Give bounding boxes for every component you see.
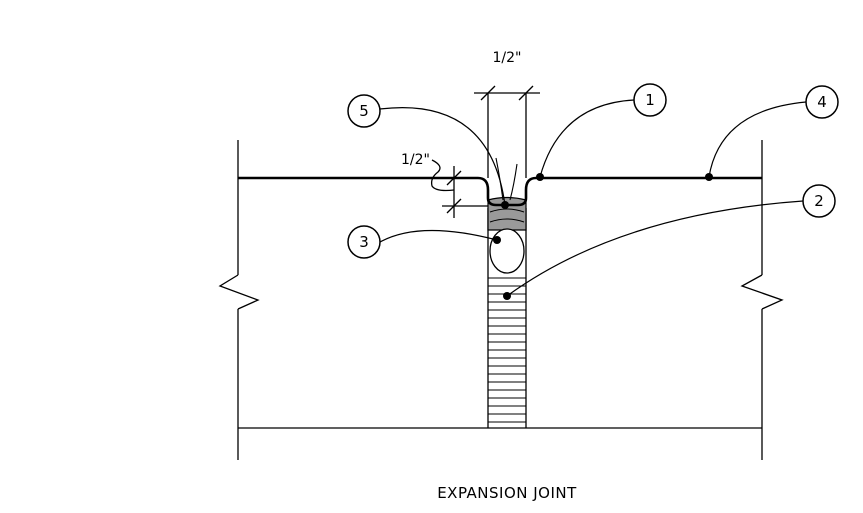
callout-4-dot — [705, 173, 713, 181]
dimension-tick-left — [480, 85, 496, 101]
callout-2-dot — [503, 292, 511, 300]
depth-tick-top — [446, 170, 462, 186]
callout-3-dot — [493, 236, 501, 244]
callout-1-dot — [536, 173, 544, 181]
sealant-hatch — [489, 208, 525, 223]
slab-outline — [218, 140, 784, 460]
callout-2-leader — [506, 200, 804, 297]
dimension-tick-right — [518, 85, 534, 101]
callout-1: 1 — [536, 83, 667, 181]
dimension-recess-depth — [430, 159, 488, 218]
dimension-joint-width — [474, 85, 540, 101]
callout-1-number: 1 — [645, 91, 655, 109]
callout-2: 2 — [503, 184, 836, 300]
depth-tick-bottom — [446, 198, 462, 214]
joint-width-label: 1/2" — [493, 50, 522, 66]
callout-4-number: 4 — [817, 93, 827, 111]
left-break-symbol — [218, 274, 260, 310]
callout-5: 5 — [347, 94, 509, 209]
callout-1-leader — [539, 99, 635, 178]
right-break-symbol — [740, 274, 784, 310]
callout-3-leader — [379, 229, 498, 243]
callout-2-number: 2 — [814, 192, 824, 210]
recess-depth-label: 1/2" — [401, 152, 430, 168]
callout-5-leader — [379, 107, 506, 206]
callout-3-number: 3 — [359, 233, 369, 251]
callout-3: 3 — [347, 225, 501, 259]
backer-rod — [489, 228, 525, 274]
callout-5-bubble — [347, 94, 381, 128]
joint-filler-hatch — [488, 277, 526, 423]
drawing-title: EXPANSION JOINT — [437, 484, 577, 502]
depth-leader — [430, 159, 455, 192]
callout-5-number: 5 — [359, 102, 369, 120]
callout-4: 4 — [705, 85, 839, 181]
callout-4-leader — [708, 101, 807, 178]
callout-5-dot — [501, 201, 509, 209]
